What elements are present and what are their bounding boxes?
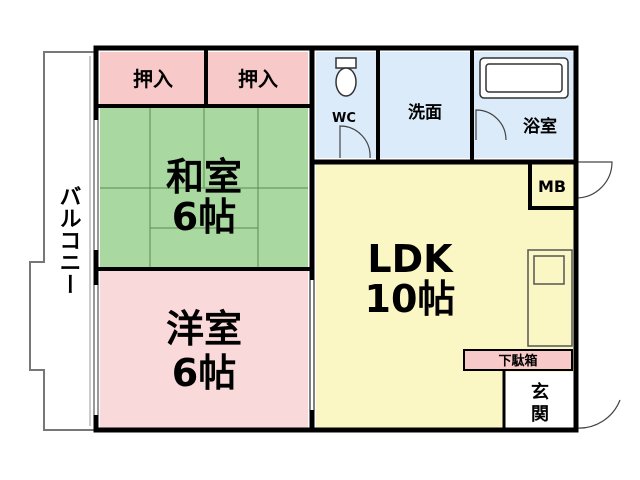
- entrance-label-1: 玄: [531, 381, 549, 403]
- wc-label: WC: [332, 111, 356, 126]
- shoe-box: [463, 349, 573, 371]
- bathtub-icon: [479, 57, 569, 99]
- youshitsu-name-label: 洋室: [166, 307, 242, 351]
- window-frames: [93, 120, 99, 415]
- bath-label: 浴室: [523, 116, 557, 137]
- closet-left: [100, 52, 204, 104]
- closet-left-label: 押入: [133, 67, 173, 91]
- youshitsu-room: [100, 270, 308, 428]
- closet-right: [208, 52, 308, 104]
- washroom-label: 洗面: [408, 102, 442, 123]
- toilet-icon: [335, 57, 357, 97]
- balcony-label: バルコニー: [56, 185, 81, 295]
- ldk-name-label: LDK: [367, 237, 454, 281]
- youshitsu-size-label: 6帖: [172, 351, 236, 395]
- mb-label: MB: [538, 177, 566, 196]
- windows: [94, 120, 314, 415]
- washitsu-name-label: 和室: [166, 155, 242, 199]
- ldk-size-label: 10帖: [365, 277, 456, 321]
- washroom: [380, 52, 470, 158]
- entrance-label-2: 関: [531, 404, 549, 425]
- washitsu-size-label: 6帖: [172, 195, 236, 239]
- tatami-lines: [100, 108, 308, 268]
- kitchen-counter: [527, 249, 573, 347]
- closet-right-label: 押入: [238, 67, 278, 91]
- shoe-box-label: 下駄箱: [498, 353, 537, 369]
- entrance-area: [504, 372, 574, 428]
